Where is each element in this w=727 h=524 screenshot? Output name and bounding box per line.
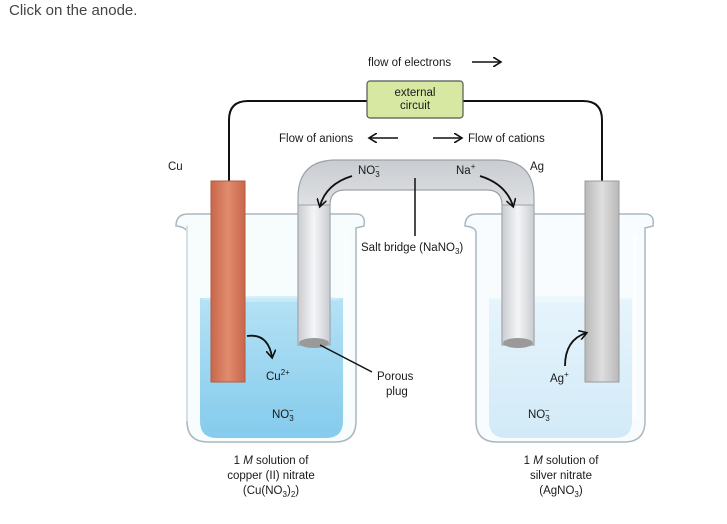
bridge-anion-arrow xyxy=(320,175,353,206)
question-prompt: Click on the anode. xyxy=(9,2,138,19)
right-beaker xyxy=(464,213,655,443)
bridge-sodium-label: Na+ xyxy=(456,162,476,177)
right-porous-plug xyxy=(503,338,533,348)
external-circuit-label-2: circuit xyxy=(400,100,431,112)
silver-ion-label: Ag+ xyxy=(550,370,569,385)
copper-electrode-label: Cu xyxy=(168,161,183,173)
flow-of-anions-label: Flow of anions xyxy=(279,133,353,145)
bridge-nitrate-label: NO3− xyxy=(358,162,380,179)
porous-plug-pointer xyxy=(319,344,373,373)
salt-bridge xyxy=(297,159,535,348)
salt-bridge-label: Salt bridge (NaNO3) xyxy=(361,242,463,256)
silver-electrode-label: Ag xyxy=(530,161,544,173)
right-caption-line-2: silver nitrate xyxy=(530,470,592,482)
left-nitrate-label: NO3− xyxy=(272,406,294,423)
external-circuit-box: external circuit xyxy=(366,80,464,119)
flow-of-cations-label: Flow of cations xyxy=(468,133,545,145)
copper-ion-arrow xyxy=(246,334,272,357)
left-caption-line-3: (Cu(NO3)2) xyxy=(243,485,299,499)
porous-plug-label-1: Porous xyxy=(377,371,414,383)
flow-of-electrons-label: flow of electrons xyxy=(368,57,451,69)
left-caption-line-2: copper (II) nitrate xyxy=(227,470,315,482)
right-caption-line-1: 1 M solution of xyxy=(524,455,600,467)
right-caption-line-3: (AgNO3) xyxy=(539,485,583,499)
external-circuit-label-1: external xyxy=(395,87,436,99)
left-caption-line-1: 1 M solution of xyxy=(234,455,310,467)
copper-electrode[interactable] xyxy=(210,180,246,383)
external-wire xyxy=(228,100,603,182)
right-nitrate-label: NO3− xyxy=(528,406,550,423)
porous-plug-label-2: plug xyxy=(386,386,408,398)
copper-ion-label: Cu2+ xyxy=(266,368,290,383)
left-beaker xyxy=(175,213,366,443)
silver-electrode[interactable] xyxy=(584,180,620,383)
silver-ion-arrow xyxy=(564,333,586,367)
bridge-cation-arrow xyxy=(479,175,513,206)
